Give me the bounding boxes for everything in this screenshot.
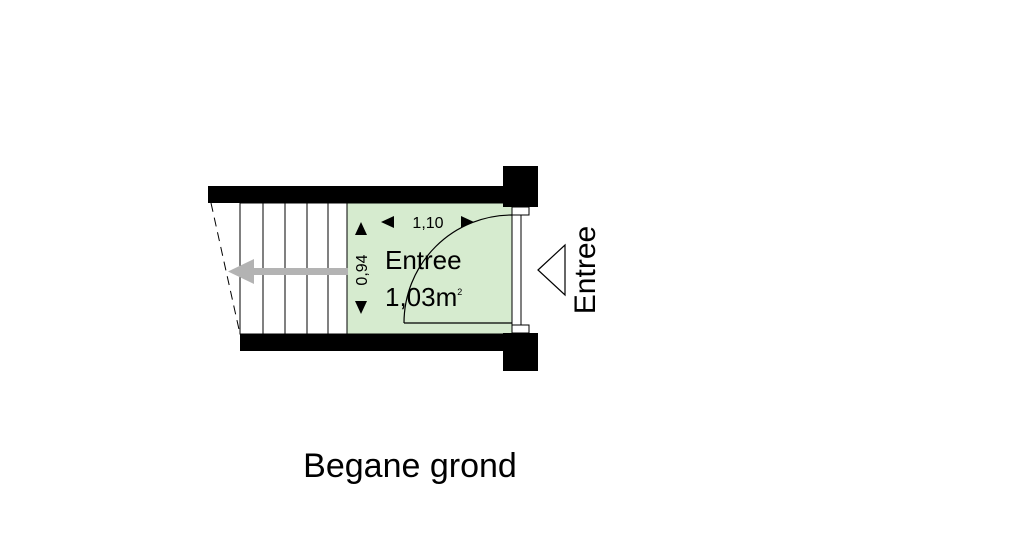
top-wall bbox=[208, 186, 513, 203]
room-name-label: Entree bbox=[385, 245, 462, 275]
room-area-label: 1,03m2 bbox=[385, 282, 462, 312]
width-dimension-label: 1,10 bbox=[412, 215, 443, 232]
entree-room-area bbox=[346, 202, 514, 335]
entrance-triangle-icon bbox=[537, 243, 566, 297]
entrance-marker: Entree bbox=[537, 226, 602, 314]
depth-dimension-label: 0,94 bbox=[354, 254, 371, 285]
top-pillar bbox=[503, 166, 538, 207]
bottom-wall bbox=[240, 334, 513, 351]
width-dimension: 1,10 bbox=[381, 215, 474, 232]
floor-title: Begane grond bbox=[303, 447, 517, 485]
bottom-pillar bbox=[503, 333, 538, 371]
dimension-arrow-up-icon bbox=[355, 222, 367, 235]
dimension-arrow-left-icon bbox=[381, 216, 394, 228]
room-area-unit: 2 bbox=[457, 287, 462, 297]
entrance-label: Entree bbox=[569, 226, 602, 314]
dimension-arrow-right-icon bbox=[461, 216, 474, 228]
walls bbox=[208, 166, 538, 371]
stair-dashed-edge bbox=[210, 202, 241, 335]
front-door bbox=[403, 206, 530, 334]
door-swing-arc bbox=[403, 214, 513, 324]
dimension-arrow-down-icon bbox=[355, 301, 367, 314]
stair-direction-arrow bbox=[228, 259, 348, 284]
room-area-value: 1,03m bbox=[385, 282, 457, 312]
depth-dimension: 0,94 bbox=[354, 222, 371, 314]
